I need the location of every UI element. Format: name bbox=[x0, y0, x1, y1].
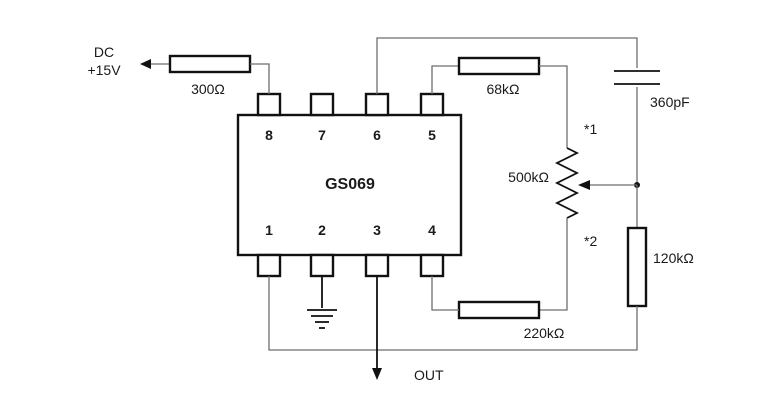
pin-7-label: 7 bbox=[318, 127, 326, 143]
resistor-300-label: 300Ω bbox=[191, 81, 225, 97]
wire-300-to-pin8 bbox=[250, 63, 270, 94]
capacitor-360p-label: 360pF bbox=[650, 94, 690, 110]
note-pot-bottom: *2 bbox=[584, 233, 597, 249]
pin-3-pad bbox=[364, 253, 390, 278]
pin-4-label: 4 bbox=[428, 222, 436, 238]
pin-6-pad bbox=[364, 92, 390, 117]
wire-pin6-top bbox=[376, 37, 638, 94]
pin-1-label: 1 bbox=[265, 222, 273, 238]
pin-5-label: 5 bbox=[428, 127, 436, 143]
pin-7-pad bbox=[309, 92, 335, 117]
ground-icon bbox=[307, 309, 337, 329]
supply-label-dc: DC bbox=[94, 44, 114, 60]
ic-name: GS069 bbox=[325, 176, 375, 193]
pin-8-pad bbox=[256, 92, 282, 117]
wire-pot-to-220k bbox=[539, 218, 568, 311]
pin-5-pad bbox=[419, 92, 445, 117]
resistor-68k-label: 68kΩ bbox=[486, 81, 519, 97]
resistor-300 bbox=[168, 54, 252, 74]
pot-500k-label: 500kΩ bbox=[508, 169, 549, 185]
pin-4-pad bbox=[419, 253, 445, 278]
resistor-68k bbox=[457, 56, 541, 76]
resistor-120k-label: 120kΩ bbox=[653, 250, 694, 266]
output-label: OUT bbox=[414, 367, 444, 383]
potentiometer-500k bbox=[554, 147, 580, 219]
supply-arrow-head bbox=[140, 59, 151, 69]
output-arrow-head bbox=[372, 368, 382, 380]
wire-pin5-to-68k bbox=[431, 65, 459, 94]
pin-3-label: 3 bbox=[373, 222, 381, 238]
resistor-220k-label: 220kΩ bbox=[524, 325, 565, 341]
pin-2-pad bbox=[309, 253, 335, 278]
pin-8-label: 8 bbox=[265, 127, 273, 143]
wiper-arrow-head bbox=[578, 180, 590, 190]
ic-body bbox=[236, 113, 463, 257]
wire-120k-to-pin1 bbox=[268, 276, 638, 351]
resistor-220k bbox=[457, 300, 541, 320]
pin-1-pad bbox=[256, 253, 282, 278]
wire-68k-to-pot bbox=[539, 65, 568, 148]
supply-label-voltage: +15V bbox=[87, 62, 121, 78]
note-pot-top: *1 bbox=[584, 121, 597, 137]
pin-2-label: 2 bbox=[318, 222, 326, 238]
resistor-120k bbox=[626, 226, 648, 308]
wire-220k-to-pin4 bbox=[431, 276, 459, 311]
pin-6-label: 6 bbox=[373, 127, 381, 143]
